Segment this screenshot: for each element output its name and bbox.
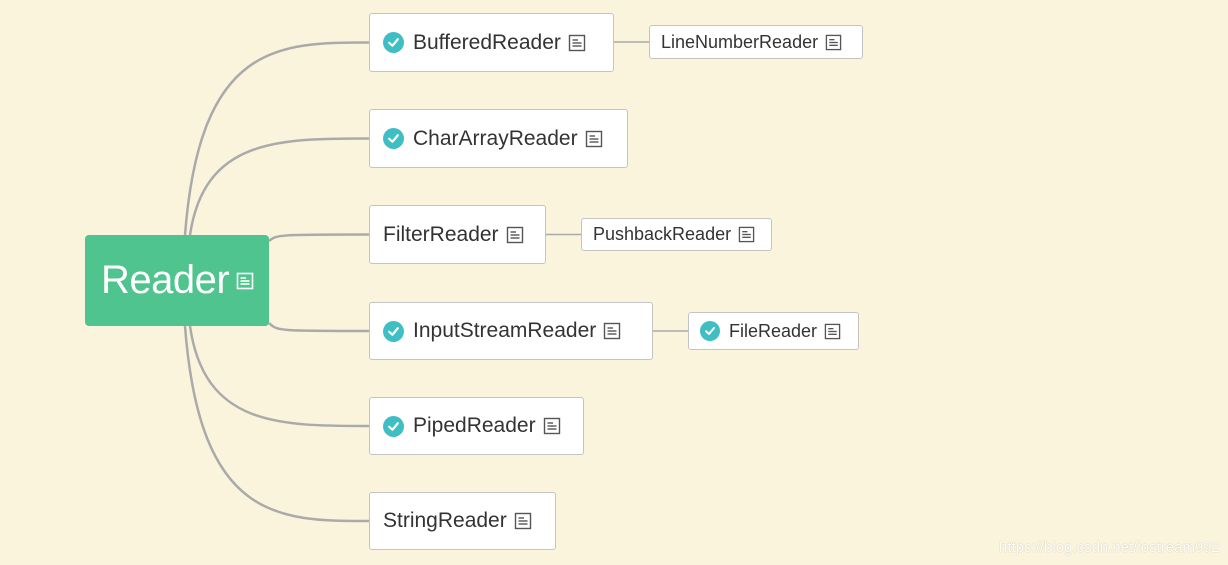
link-root-to-stringreader [183, 325, 370, 523]
node-chararrayreader[interactable]: CharArrayReader [369, 109, 628, 168]
note-icon[interactable] [236, 272, 254, 290]
node-pipedreader[interactable]: PipedReader [369, 397, 584, 455]
note-icon[interactable] [603, 322, 621, 340]
link-root-to-bufferedreader [183, 41, 370, 236]
node-label: InputStreamReader [413, 319, 597, 342]
node-label: FilterReader [383, 222, 499, 246]
node-label: BufferedReader [413, 30, 561, 54]
note-icon[interactable] [585, 130, 603, 148]
note-icon[interactable] [514, 512, 532, 530]
check-icon [383, 415, 404, 437]
node-inputstreamreader[interactable]: InputStreamReader [369, 302, 653, 360]
node-filereader[interactable]: FileReader [688, 312, 859, 350]
link-root-to-chararrayreader [188, 137, 370, 236]
root-node-reader[interactable]: Reader [85, 235, 269, 326]
note-icon[interactable] [506, 226, 524, 244]
link-root-to-pipedreader [188, 325, 370, 428]
root-label: Reader [101, 258, 230, 302]
note-icon[interactable] [738, 226, 755, 243]
node-label: StringReader [383, 509, 507, 532]
note-icon[interactable] [825, 34, 842, 51]
node-label: FileReader [729, 320, 818, 341]
node-stringreader[interactable]: StringReader [369, 492, 556, 550]
node-label: PushbackReader [593, 224, 732, 244]
node-filterreader[interactable]: FilterReader [369, 205, 546, 264]
watermark: https://blog.csdn.net/iostream992 [999, 539, 1220, 556]
node-label: LineNumberReader [661, 31, 819, 52]
note-icon[interactable] [543, 417, 561, 435]
check-icon [700, 321, 720, 341]
node-label: CharArrayReader [413, 126, 578, 150]
check-icon [383, 32, 404, 53]
node-linenumberreader[interactable]: LineNumberReader [649, 25, 863, 59]
check-icon [383, 128, 404, 149]
note-icon[interactable] [568, 34, 586, 52]
note-icon[interactable] [824, 323, 841, 340]
node-bufferedreader[interactable]: BufferedReader [369, 13, 614, 72]
link-root-to-filterreader [268, 233, 370, 242]
node-label: PipedReader [413, 414, 536, 437]
node-pushbackreader[interactable]: PushbackReader [581, 218, 772, 251]
check-icon [383, 320, 404, 342]
link-root-to-inputstreamreader [268, 322, 370, 333]
